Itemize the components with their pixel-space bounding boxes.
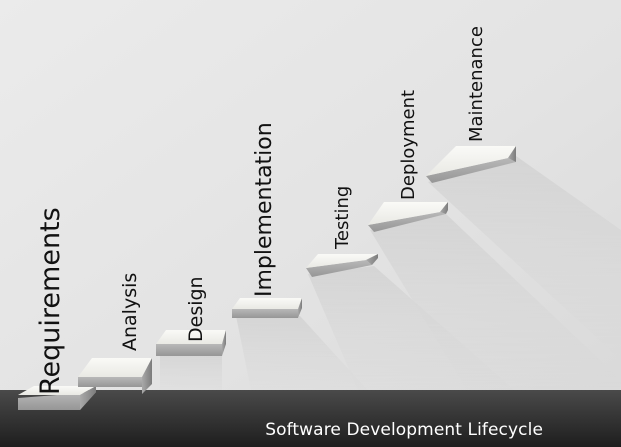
step-label-analysis: Analysis — [119, 273, 141, 351]
step-maintenance — [426, 146, 516, 183]
step-label-requirements: Requirements — [35, 207, 66, 395]
step-label-maintenance: Maintenance — [466, 26, 487, 142]
step-shadows — [160, 156, 621, 395]
step-design — [156, 330, 226, 356]
step-requirements — [18, 386, 96, 410]
step-label-design: Design — [185, 276, 207, 342]
step-deployment — [368, 202, 448, 232]
step-label-deployment: Deployment — [398, 90, 419, 200]
caption-title: Software Development Lifecycle — [265, 420, 543, 440]
step-analysis — [78, 358, 152, 394]
step-implementation — [232, 298, 302, 318]
step-label-testing: Testing — [332, 186, 353, 250]
step-testing — [306, 254, 378, 277]
floor — [0, 390, 621, 447]
caption-bar: Software Development Lifecycle — [0, 395, 621, 447]
step-label-implementation: Implementation — [252, 122, 277, 297]
